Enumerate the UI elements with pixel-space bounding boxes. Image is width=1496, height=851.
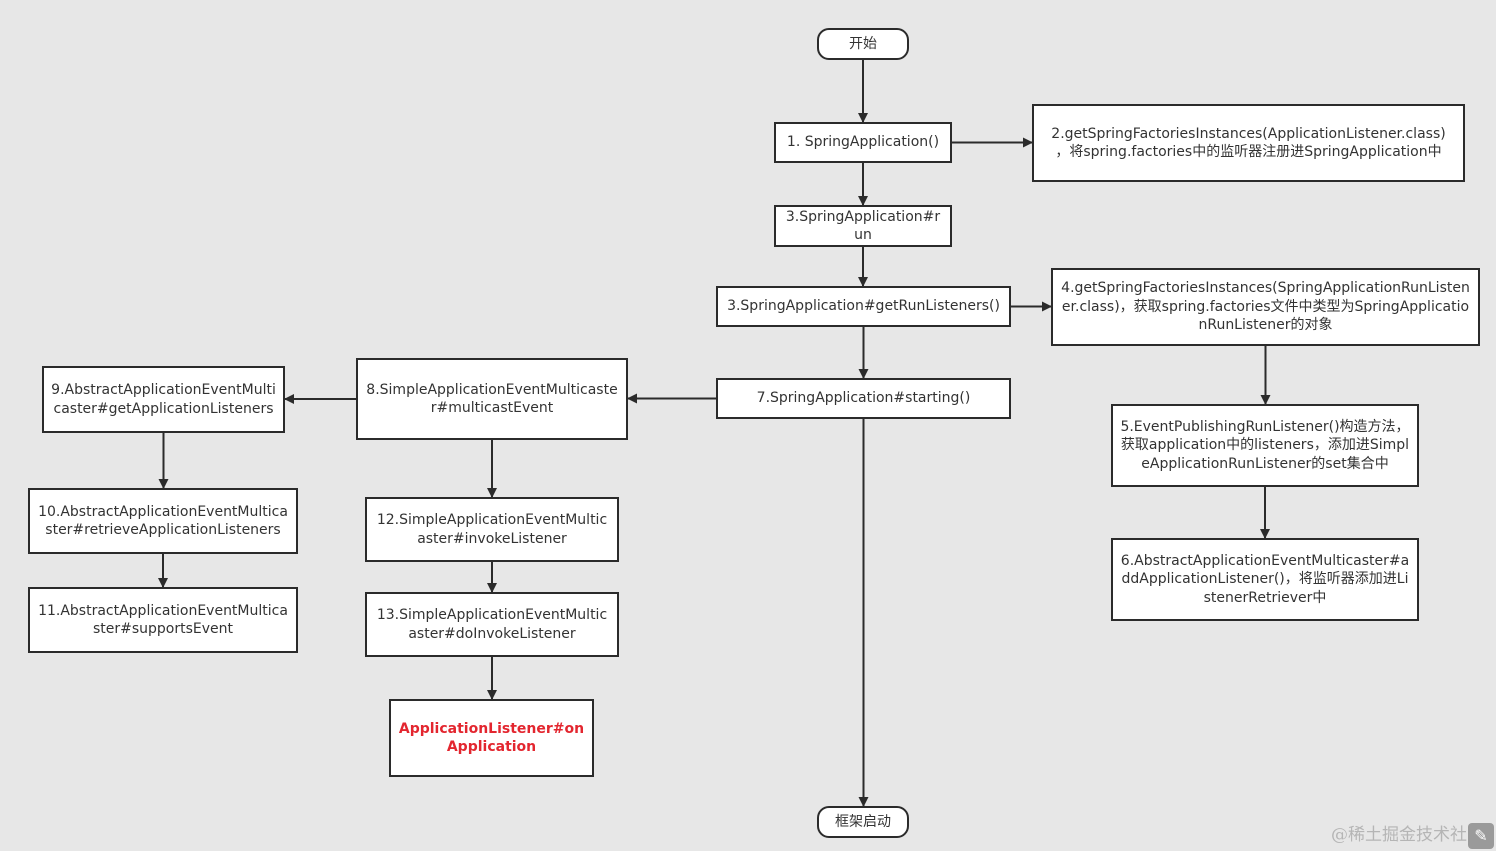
step-3-run-node: 3.SpringApplication#run xyxy=(774,205,952,247)
step-8-node: 8.SimpleApplicationEventMulticaster#mult… xyxy=(356,358,628,440)
step-8-label: 8.SimpleApplicationEventMulticaster#mult… xyxy=(366,381,618,417)
end-node: 框架启动 xyxy=(817,806,909,838)
step-10-node: 10.AbstractApplicationEventMulticaster#r… xyxy=(28,488,298,554)
step-1-label: 1. SpringApplication() xyxy=(786,134,940,151)
step-2-node: 2.getSpringFactoriesInstances(Applicatio… xyxy=(1032,104,1465,182)
step-5-node: 5.EventPublishingRunListener()构造方法，获取app… xyxy=(1111,404,1419,487)
step-3-get-run-listeners-node: 3.SpringApplication#getRunListeners() xyxy=(716,286,1011,327)
start-node-label: 开始 xyxy=(849,35,877,52)
step-3-run-label: 3.SpringApplication#run xyxy=(785,208,941,244)
on-application-node: ApplicationListener#onApplication xyxy=(389,699,594,777)
step-6-label: 6.AbstractApplicationEventMulticaster#ad… xyxy=(1120,552,1410,606)
step-11-node: 11.AbstractApplicationEventMulticaster#s… xyxy=(28,587,298,653)
watermark-text: @稀土掘金技术社区 xyxy=(1331,825,1484,845)
edit-icon: ✎ xyxy=(1468,823,1494,849)
step-7-label: 7.SpringApplication#starting() xyxy=(756,390,971,407)
step-13-label: 13.SimpleApplicationEventMulticaster#doI… xyxy=(376,607,608,642)
step-5-label: 5.EventPublishingRunListener()构造方法，获取app… xyxy=(1120,418,1410,472)
step-12-label: 12.SimpleApplicationEventMulticaster#inv… xyxy=(376,512,608,547)
step-13-node: 13.SimpleApplicationEventMulticaster#doI… xyxy=(365,592,619,657)
step-1-node: 1. SpringApplication() xyxy=(774,122,952,163)
step-9-node: 9.AbstractApplicationEventMulticaster#ge… xyxy=(42,366,285,433)
step-7-node: 7.SpringApplication#starting() xyxy=(716,378,1011,419)
step-11-label: 11.AbstractApplicationEventMulticaster#s… xyxy=(38,602,288,638)
step-3-get-run-listeners-label: 3.SpringApplication#getRunListeners() xyxy=(727,298,1000,315)
step-6-node: 6.AbstractApplicationEventMulticaster#ad… xyxy=(1111,538,1419,621)
on-application-label: ApplicationListener#onApplication xyxy=(398,720,585,756)
step-2-label: 2.getSpringFactoriesInstances(Applicatio… xyxy=(1051,125,1446,161)
step-12-node: 12.SimpleApplicationEventMulticaster#inv… xyxy=(365,497,619,562)
end-node-label: 框架启动 xyxy=(835,813,891,830)
start-node: 开始 xyxy=(817,28,909,60)
step-4-label: 4.getSpringFactoriesInstances(SpringAppl… xyxy=(1061,280,1470,334)
step-10-label: 10.AbstractApplicationEventMulticaster#r… xyxy=(38,503,288,539)
step-9-label: 9.AbstractApplicationEventMulticaster#ge… xyxy=(51,382,276,417)
step-4-node: 4.getSpringFactoriesInstances(SpringAppl… xyxy=(1051,268,1480,346)
